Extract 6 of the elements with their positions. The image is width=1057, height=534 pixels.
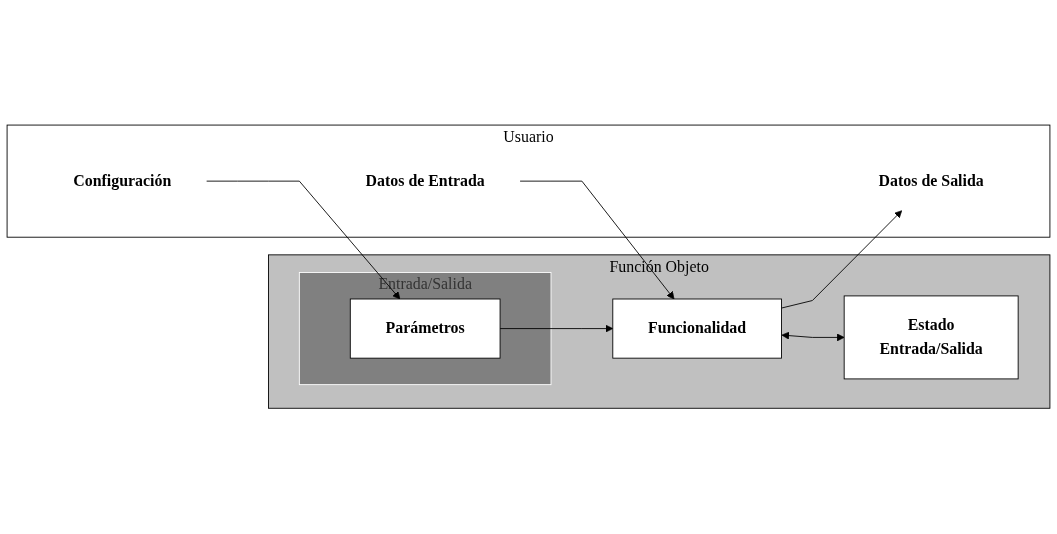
node-text: Configuración [73, 172, 172, 190]
node-box: Funcionalidad [612, 298, 782, 359]
node-box: Estado Entrada/Salida [843, 295, 1019, 380]
node-text: Datos de Salida [878, 172, 984, 190]
node-text: Datos de Entrada [365, 172, 485, 190]
node-box: Parámetros [349, 298, 501, 359]
